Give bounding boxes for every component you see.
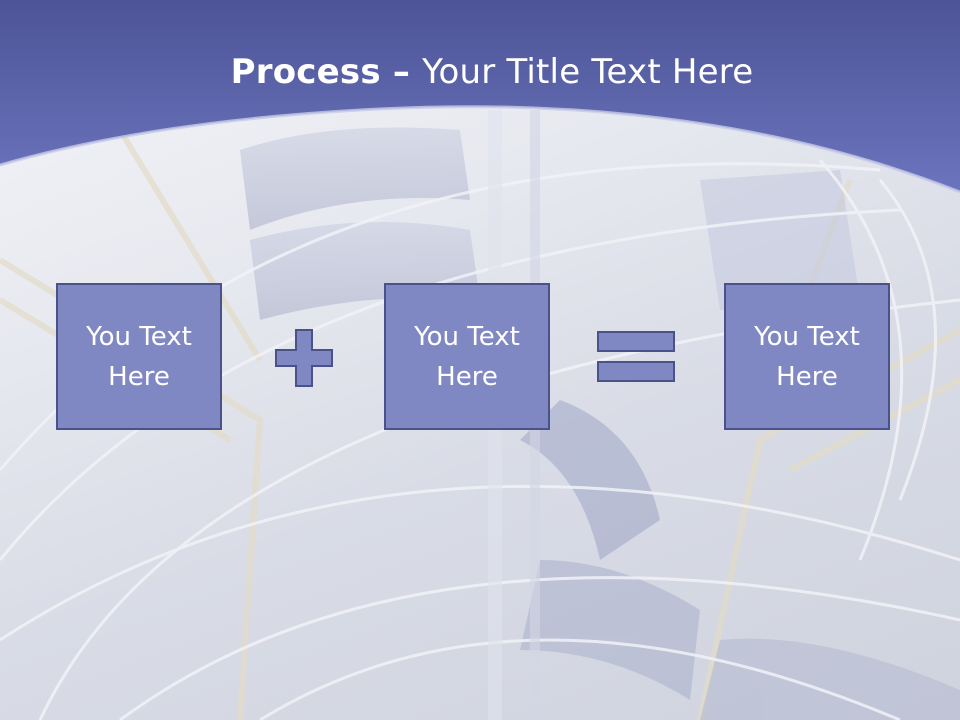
header-band [0, 0, 960, 194]
step-label: You Text Here [754, 321, 860, 392]
step-label: You Text Here [86, 321, 192, 392]
plus-icon [275, 329, 333, 387]
slide-title: Process – Your Title Text Here [0, 52, 960, 92]
title-separator: – [380, 52, 423, 92]
title-bold: Process [230, 52, 381, 92]
stair-shapes [240, 127, 960, 720]
step-label: You Text Here [414, 321, 520, 392]
process-step-3: You Text Here [724, 283, 890, 430]
process-step-2: You Text Here [384, 283, 550, 430]
title-rest: Your Title Text Here [422, 52, 754, 92]
railing-arcs [0, 159, 960, 720]
process-step-1: You Text Here [56, 283, 222, 430]
equals-icon [597, 331, 675, 382]
